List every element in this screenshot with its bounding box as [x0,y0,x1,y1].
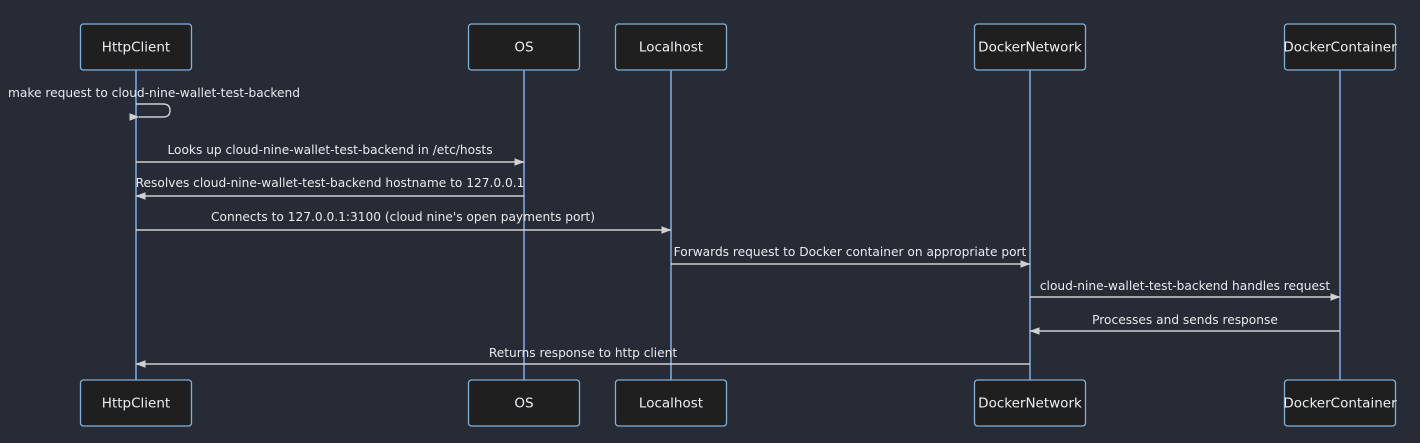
participant-label-dockercontainer-bottom: DockerContainer [1283,396,1397,412]
participant-box-httpclient-bottom[interactable] [79,379,193,427]
message-0: make request to cloud-nine-wallet-test-b… [8,86,300,121]
participant-label-localhost-bottom: Localhost [639,396,703,412]
participant-os-bottom[interactable]: OS [467,379,581,427]
participant-localhost-top[interactable]: Localhost [614,23,728,71]
participant-dockernetwork-top[interactable]: DockerNetwork [973,23,1087,71]
participant-label-httpclient-bottom: HttpClient [102,396,170,412]
participant-box-dockercontainer-bottom[interactable] [1283,379,1397,427]
participant-box-dockernetwork-bottom[interactable] [973,379,1087,427]
participant-box-localhost-bottom[interactable] [614,379,728,427]
message-label-4: Forwards request to Docker container on … [674,245,1027,259]
participants-bottom-group: HttpClient OS Localhost DockerNetwork Docker… [79,379,1397,427]
lifelines-group [135,70,1341,380]
participant-label-dockernetwork-top: DockerNetwork [978,40,1082,56]
participant-label-os-bottom: OS [514,396,533,412]
participant-box-httpclient-top[interactable] [79,23,193,71]
participant-box-os-top[interactable] [467,23,581,71]
message-label-2: Resolves cloud-nine-wallet-test-backend … [136,176,525,190]
participant-label-dockercontainer-top: DockerContainer [1283,40,1397,56]
message-label-0: make request to cloud-nine-wallet-test-b… [8,86,300,100]
participants-top-group: HttpClient OS Localhost DockerNetwork Docker… [79,23,1397,71]
message-self-loop-0 [129,103,171,121]
messages-group: make request to cloud-nine-wallet-test-b… [8,86,1341,368]
message-6: Processes and sends response [1029,313,1340,335]
participant-label-dockernetwork-bottom: DockerNetwork [978,396,1082,412]
participant-httpclient-top[interactable]: HttpClient [79,23,193,71]
participant-label-localhost-top: Localhost [639,40,703,56]
participant-dockercontainer-bottom[interactable]: DockerContainer [1283,379,1397,427]
participant-box-dockernetwork-top[interactable] [973,23,1087,71]
message-7: Returns response to http client [135,346,1030,368]
participant-box-localhost-top[interactable] [614,23,728,71]
participant-localhost-bottom[interactable]: Localhost [614,379,728,427]
participant-box-dockercontainer-top[interactable] [1283,23,1397,71]
participant-label-os-top: OS [514,40,533,56]
message-2: Resolves cloud-nine-wallet-test-backend … [135,176,525,200]
participant-box-os-bottom[interactable] [467,379,581,427]
message-label-3: Connects to 127.0.0.1:3100 (cloud nine's… [211,210,595,224]
message-3: Connects to 127.0.0.1:3100 (cloud nine's… [136,210,672,234]
message-label-5: cloud-nine-wallet-test-backend handles r… [1040,279,1330,293]
participant-os-top[interactable]: OS [467,23,581,71]
message-label-7: Returns response to http client [489,346,678,360]
message-1: Looks up cloud-nine-wallet-test-backend … [136,143,525,166]
participant-dockernetwork-bottom[interactable]: DockerNetwork [973,379,1087,427]
message-4: Forwards request to Docker container on … [671,245,1031,268]
participant-httpclient-bottom[interactable]: HttpClient [79,379,193,427]
participant-dockercontainer-top[interactable]: DockerContainer [1283,23,1397,71]
message-label-6: Processes and sends response [1092,313,1278,327]
message-5: cloud-nine-wallet-test-backend handles r… [1030,279,1341,301]
message-label-1: Looks up cloud-nine-wallet-test-backend … [167,143,492,157]
participant-label-httpclient-top: HttpClient [102,40,170,56]
